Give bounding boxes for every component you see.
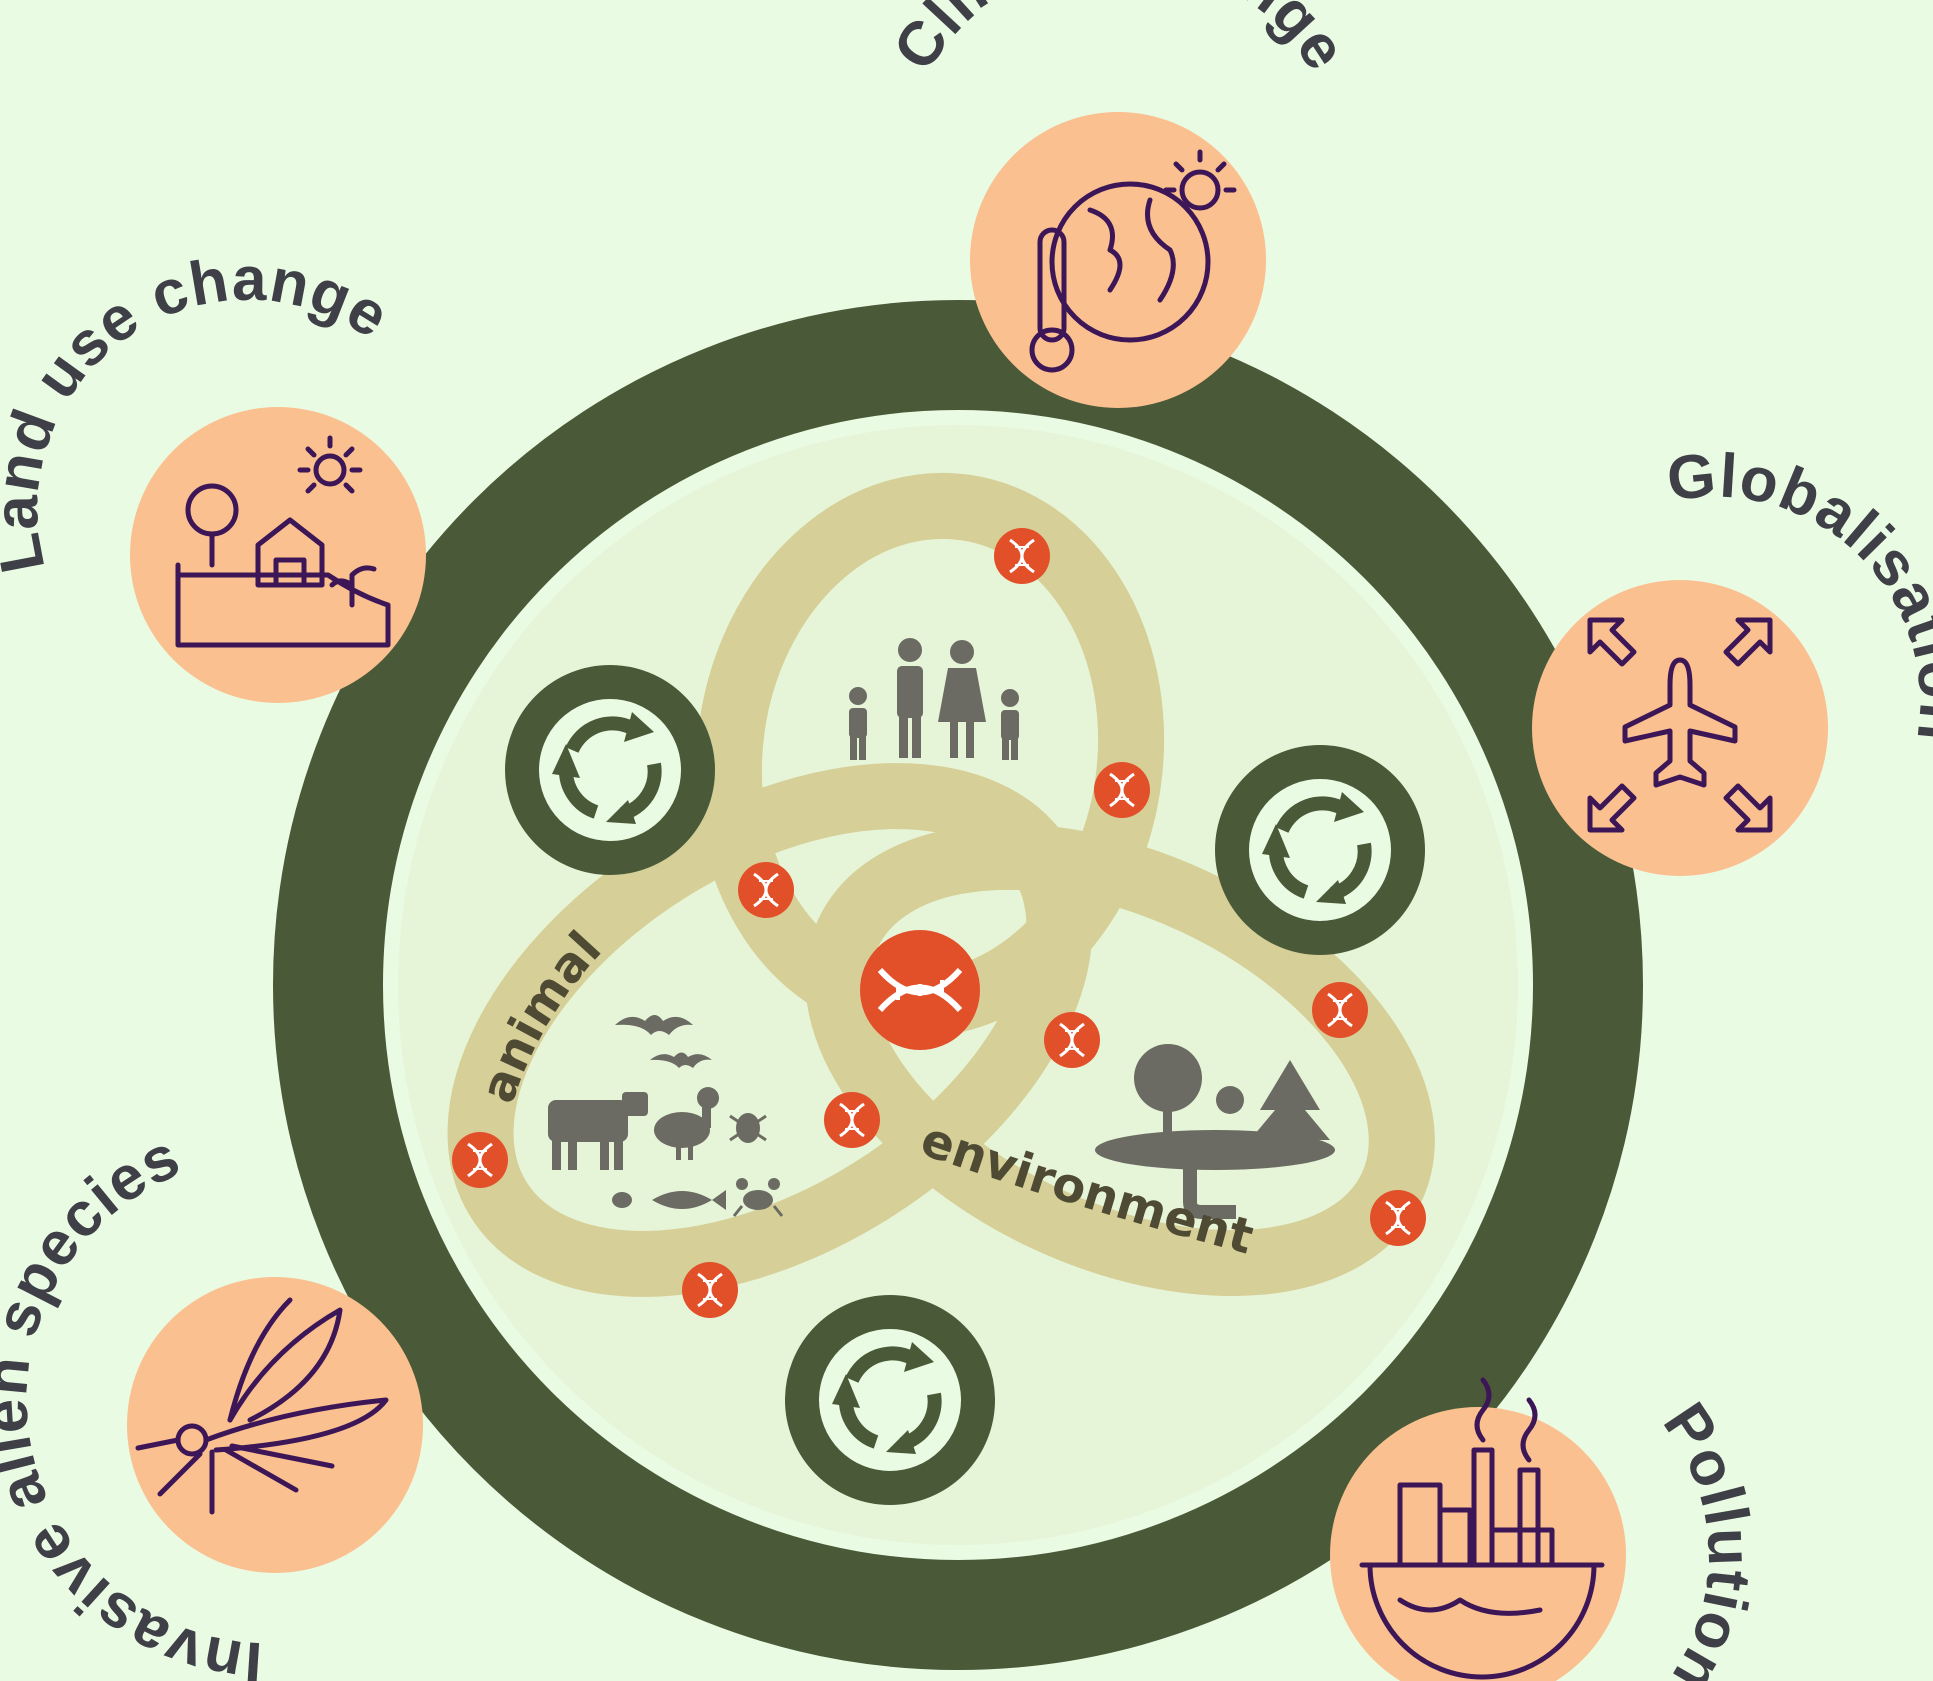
dna-badge	[1368, 1188, 1428, 1248]
dna-badge	[1042, 1010, 1102, 1070]
bat-icon	[615, 1015, 693, 1035]
landscape-house-icon	[175, 435, 391, 648]
outer-ring	[273, 300, 1643, 1670]
insect-icon	[729, 1113, 767, 1143]
animal-silhouettes	[548, 1015, 784, 1217]
tick-icon	[612, 1192, 632, 1208]
airplane-arrows-icon	[1587, 617, 1773, 833]
duck-icon	[654, 1087, 719, 1160]
climate-change-label: Climate change	[880, 0, 1360, 82]
recycle-icon-right	[1232, 762, 1408, 938]
crab-icon	[732, 1178, 784, 1217]
bat-icon	[650, 1052, 712, 1068]
land-use-change-badge	[130, 407, 426, 703]
pollution-badge	[1330, 1377, 1626, 1681]
recycle-icon-left	[522, 682, 698, 858]
central-dna-icon	[860, 930, 980, 1050]
dna-badge	[992, 526, 1052, 586]
dna-badge	[822, 1090, 882, 1150]
invasive-alien-species-badge	[127, 1277, 423, 1573]
family-icon	[849, 638, 1019, 760]
climate-change-badge	[970, 112, 1266, 408]
dna-badge	[736, 860, 796, 920]
fish-icon	[652, 1190, 726, 1210]
dna-badge	[1092, 760, 1152, 820]
recycle-icon-bottom	[802, 1312, 978, 1488]
environment-silhouettes	[1095, 1044, 1335, 1219]
factory-globe-icon	[1359, 1377, 1605, 1680]
dna-badge	[1310, 980, 1370, 1040]
globalisation-badge	[1532, 580, 1828, 876]
globe-thermometer-icon	[1029, 149, 1237, 373]
dna-badge	[680, 1260, 740, 1320]
environment-loop	[805, 823, 1435, 1297]
dna-badge	[450, 1130, 510, 1190]
pollution-label: Pollution	[1650, 1391, 1764, 1681]
mosquito-icon	[135, 1297, 389, 1515]
cow-icon	[548, 1092, 648, 1170]
